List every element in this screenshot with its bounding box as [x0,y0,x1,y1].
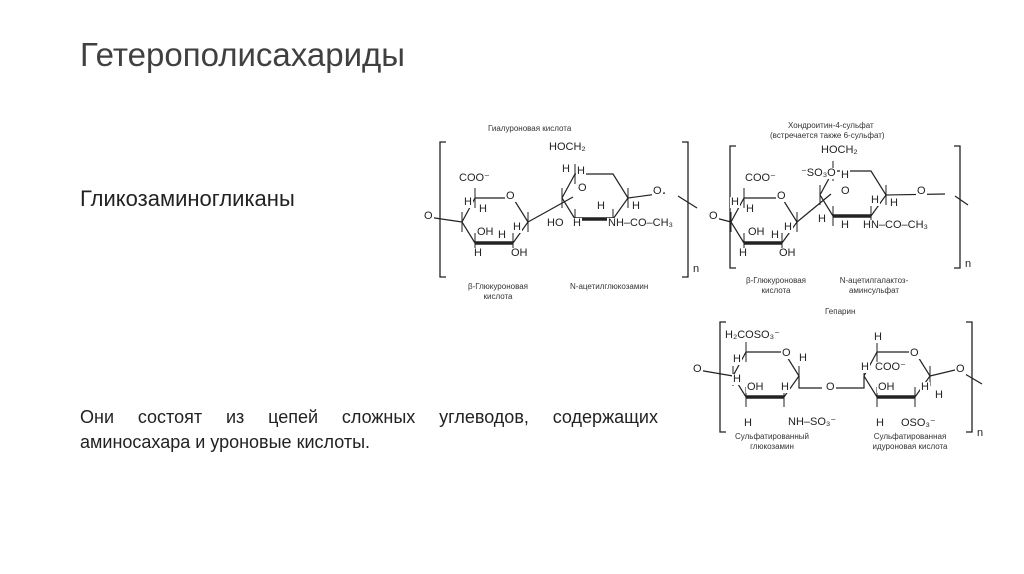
hyaluronic-atom-label: H [463,196,473,208]
heparin-ring-2 [863,351,931,398]
heparin-atom-label: H [798,352,808,364]
heparin-atom-label: H [920,381,930,393]
glycosidic-bond [798,376,822,389]
heparin-atom-label: O [781,347,792,359]
heparin-atom-label: OH [877,381,896,393]
heparin-atom-label: H [732,373,742,385]
chondroitin-right-bracket [954,145,961,269]
heparin-atom-label: H [780,381,790,393]
hyaluronic-atom-label: H [473,247,483,259]
chondroitin-atom-label: ⁻SO₃O [800,167,837,179]
chondroitin-atom-label: H [889,197,899,209]
hyaluronic-right-bracket [682,141,689,278]
glycosidic-bond [885,193,946,196]
chondroitin-ring-1 [730,197,798,244]
glycosidic-bond [836,376,865,389]
hyaluronic-atom-label: OH [476,226,495,238]
hyaluronic-left-bracket [439,141,446,278]
heparin-atom-label: O [909,347,920,359]
hyaluronic-atom-label: O [652,185,663,197]
chondroitin-atom-label: n [964,258,973,270]
hyaluronic-ring-1 [461,197,529,244]
heparin-atom-label: H [860,361,870,373]
chondroitin-atom-label: OH [778,247,797,259]
chondroitin-atom-label: O [708,210,719,222]
chondroitin-atom-label: O [840,185,851,197]
heparin-title: Гепарин [825,307,856,316]
slide-title: Гетерополисахариды [80,36,406,73]
chondroitin-atom-label: HN–CO–CH₃ [862,219,929,231]
hyaluronic-unit1-caption: β-Глюкуроновая кислота [467,282,529,301]
chondroitin-note: (встречается также 6-сульфат) [770,131,885,140]
glycosidic-bond [964,373,983,385]
hyaluronic-atom-label: COO⁻ [458,172,491,184]
chondroitin-unit2-caption: N-ацетилгалактоз-аминсульфат [839,276,909,295]
hyaluronic-atom-label: OH [510,247,529,259]
heparin-atom-label: H [873,331,883,343]
heparin-atom-label: O [825,381,836,393]
chondroitin-atom-label: H [840,219,850,231]
hyaluronic-atom-label: HO [546,217,565,229]
chondroitin-atom-label: H [783,221,793,233]
hyaluronic-atom-label: n [692,263,701,275]
heparin-atom-label: O [692,363,703,375]
chondroitin-ring-2 [819,170,887,217]
heparin-atom-label: H [934,389,944,401]
slide-paragraph: Они состоят из цепей сложных углеводов, … [80,407,658,452]
glycosidic-bond [427,216,463,223]
slide-subtitle: Гликозаминогликаны [80,186,295,211]
heparin-left-bracket [719,321,726,433]
hyaluronic-atom-label: HOCH₂ [548,141,587,153]
glycosidic-bond [697,369,734,377]
hyaluronic-atom-label: H [576,165,586,177]
chondroitin-atom-label: H [817,213,827,225]
chondroitin-atom-label: H [770,229,780,241]
hyaluronic-ring-2 [561,173,629,220]
chondroitin-title: Хондроитин-4-сульфат [788,121,874,130]
glycosidic-bond [929,369,956,377]
chondroitin-atom-label: O [916,185,927,197]
heparin-atom-label: O [955,363,966,375]
glycosidic-bond [954,195,969,206]
chondroitin-unit1-caption: β-Глюкуроновая кислота [745,276,807,295]
heparin-atom-label: H [743,417,753,429]
heparin-atom-label: H [875,417,885,429]
heparin-atom-label: OSO₃⁻ [900,417,937,429]
hyaluronic-atom-label: H [561,163,571,175]
hyaluronic-atom-label: O [505,190,516,202]
heparin-atom-label: H₂COSO₃⁻ [724,329,781,341]
hyaluronic-atom-label: O [577,182,588,194]
glycosidic-bond [677,195,698,209]
chondroitin-atom-label: H [745,203,755,215]
glycosidic-bond [796,193,832,223]
hyaluronic-atom-label: NH–CO–CH₃ [607,217,674,229]
heparin-atom-label: n [976,427,985,439]
hyaluronic-atom-label: H [572,217,582,229]
heparin-right-bracket [966,321,973,433]
hyaluronic-atom-label: H [512,221,522,233]
hyaluronic-atom-label: H [631,200,641,212]
hyaluronic-atom-label: H [596,200,606,212]
chondroitin-atom-label: COO⁻ [744,172,777,184]
chondroitin-atom-label: OH [747,226,766,238]
heparin-atom-label: NH–SO₃⁻ [787,416,838,428]
hyaluronic-title: Гиалуроновая кислота [488,124,572,133]
heparin-atom-label: COO⁻ [874,361,907,373]
hyaluronic-atom-label: O [423,210,434,222]
chondroitin-atom-label: H [738,247,748,259]
chondroitin-atom-label: H [730,196,740,208]
chondroitin-atom-label: H [840,169,850,181]
heparin-atom-label: OH [746,381,765,393]
chondroitin-atom-label: H [870,194,880,206]
heparin-atom-label: H [732,353,742,365]
hyaluronic-atom-label: H [497,229,507,241]
glycosidic-bond [527,196,574,223]
heparin-unit2-caption: Сульфатированная идуроновая кислота [872,432,948,451]
hyaluronic-atom-label: H [478,203,488,215]
chondroitin-atom-label: O [776,190,787,202]
hyaluronic-unit2-caption: N-ацетилглюкозамин [570,282,649,291]
heparin-unit1-caption: Сульфатированный глюкозамин [735,432,809,451]
chondroitin-atom-label: HOCH₂ [820,144,859,156]
